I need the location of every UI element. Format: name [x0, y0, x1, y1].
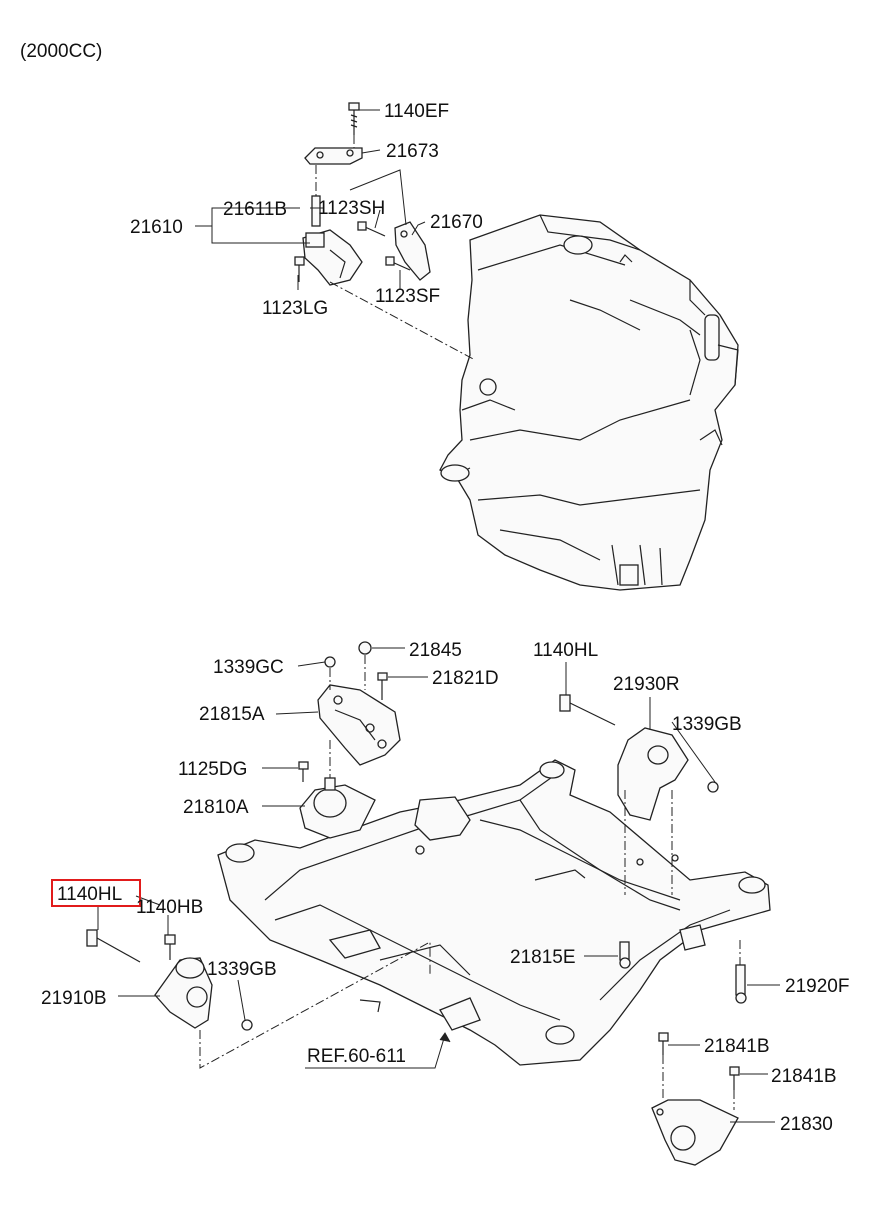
label-1123SF: 1123SF	[375, 286, 440, 307]
label-1123SH: 1123SH	[318, 198, 385, 219]
nut-21845	[358, 641, 372, 655]
bolt-1339GC	[324, 656, 336, 668]
leader-lines	[97, 109, 780, 1123]
label-1140EF: 1140EF	[384, 101, 449, 122]
label-1123LG: 1123LG	[262, 298, 328, 319]
label-21841B-a: 21841B	[704, 1036, 770, 1057]
label-1339GC: 1339GC	[213, 657, 284, 678]
label-1339GB-right: 1339GB	[672, 714, 742, 735]
label-21920F: 21920F	[785, 976, 849, 997]
bolt-21815E	[619, 941, 631, 969]
label-21673: 21673	[386, 141, 439, 162]
mount-21830	[651, 1099, 739, 1166]
bolt-1123LG	[294, 256, 305, 282]
label-1339GB-left: 1339GB	[207, 959, 277, 980]
bolt-1140HL-top	[559, 694, 616, 726]
bracket-21815A	[317, 684, 401, 766]
mount-21910B	[154, 957, 213, 1029]
label-21610: 21610	[130, 217, 183, 238]
subframe	[217, 759, 771, 1066]
label-21930R: 21930R	[613, 674, 680, 695]
label-21830: 21830	[780, 1114, 833, 1135]
label-21910B: 21910B	[41, 988, 107, 1009]
highlight-box	[51, 879, 141, 907]
label-1140HL-highlight: 1140HL	[57, 884, 122, 905]
label-21841B-b: 21841B	[771, 1066, 837, 1087]
label-21815E: 21815E	[510, 947, 576, 968]
bolt-1140EF	[348, 102, 360, 135]
bolt-21841B-a	[658, 1032, 669, 1055]
label-21821D: 21821D	[432, 668, 499, 689]
variant-label: (2000CC)	[20, 41, 102, 62]
engine-mount-dashline	[329, 281, 476, 361]
bolt-1125DG	[298, 761, 309, 782]
label-1125DG: 1125DG	[178, 759, 247, 780]
label-21815A: 21815A	[199, 704, 265, 725]
label-21810A: 21810A	[183, 797, 249, 818]
bolt-1140HL-highlight	[86, 929, 141, 963]
bolt-1123SF	[385, 256, 411, 271]
bolt-21841B-b	[729, 1066, 740, 1090]
label-21845: 21845	[409, 640, 462, 661]
bracket-21670	[394, 221, 431, 281]
nut-1339GB-left	[241, 1019, 253, 1031]
bracket-21673	[304, 147, 363, 165]
mount-21930R	[617, 727, 689, 821]
engine-block	[439, 214, 739, 591]
mount-21810A	[299, 777, 376, 839]
mount-21610	[302, 195, 363, 286]
label-ref: REF.60-611	[307, 1046, 406, 1067]
label-21670: 21670	[430, 212, 483, 233]
label-1140HL-top: 1140HL	[533, 640, 598, 661]
label-1140HB: 1140HB	[136, 897, 203, 918]
label-21611B: 21611B	[223, 199, 287, 220]
bolt-21821D	[377, 672, 388, 700]
bolt-1140HB	[164, 934, 176, 960]
nut-1339GB-right	[707, 781, 719, 793]
bolt-1123SH	[357, 221, 386, 237]
bolt-21920F	[735, 964, 747, 1004]
